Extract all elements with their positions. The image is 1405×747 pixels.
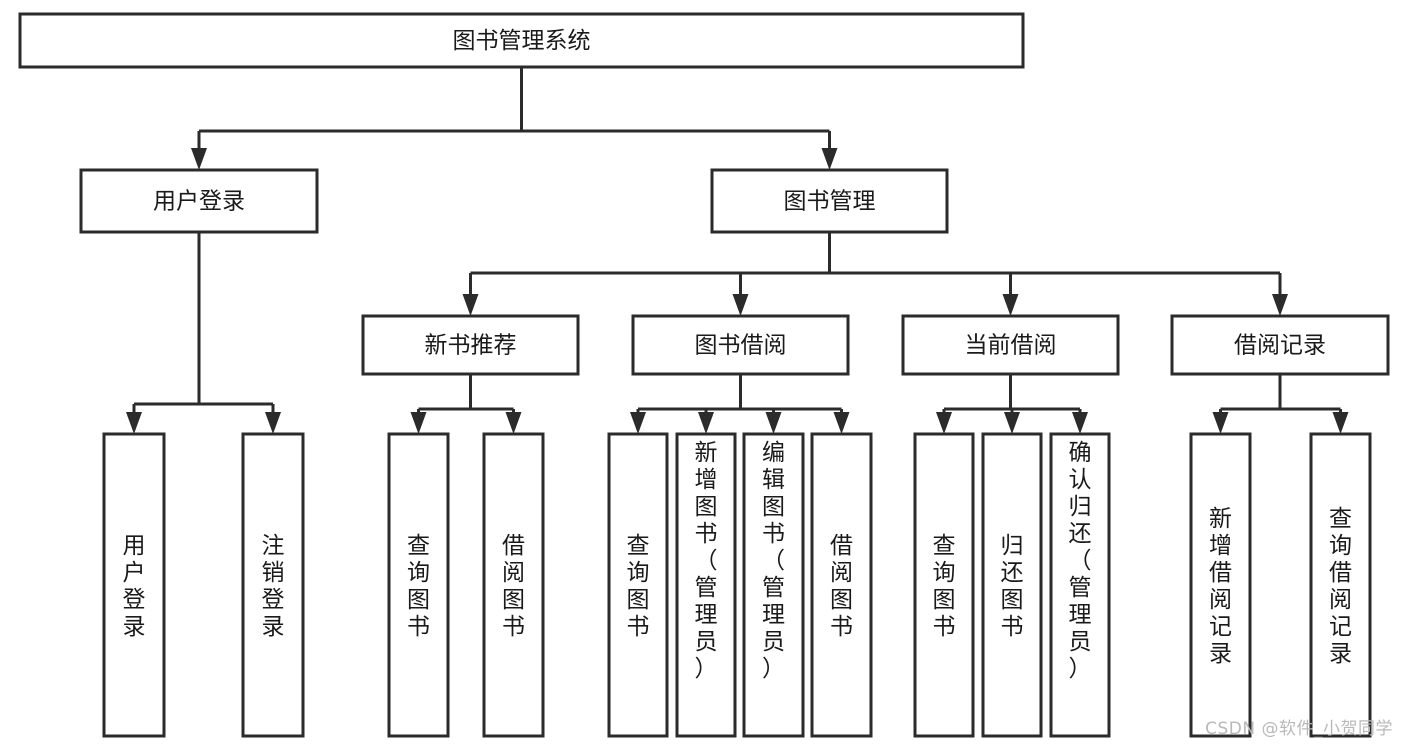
node-box-leaf-add-borrow-record[interactable] <box>1189 432 1252 738</box>
arrow-icon-leaf-query-book-rec <box>410 412 427 434</box>
node-leaf-query-book-current[interactable]: 查询图书 <box>913 432 975 738</box>
node-book-borrow[interactable]: 图书借阅 <box>631 314 850 376</box>
nodes-layer: 图书管理系统用户登录图书管理新书推荐图书借阅当前借阅借阅记录用户登录注销登录查询… <box>18 12 1390 738</box>
node-box-leaf-confirm-return-admin[interactable] <box>1049 432 1111 738</box>
arrow-icon-leaf-add-book-admin <box>698 412 714 434</box>
node-label-current-borrow: 当前借阅 <box>965 333 1057 359</box>
node-box-leaf-user-logout[interactable] <box>241 432 305 738</box>
arrow-icon-leaf-add-borrow-record <box>1212 412 1229 434</box>
csdn-watermark: CSDN @软件_小贺同学 <box>1205 719 1393 739</box>
node-box-leaf-query-book-borrow[interactable] <box>607 432 669 738</box>
node-current-borrow[interactable]: 当前借阅 <box>901 314 1120 376</box>
node-label-leaf-query-borrow-record: 查询借阅记录 <box>1329 506 1352 667</box>
arrow-icon-leaf-confirm-return-admin <box>1072 412 1088 434</box>
node-box-current-borrow[interactable] <box>901 314 1120 376</box>
node-new-book-recommend[interactable]: 新书推荐 <box>361 314 580 376</box>
arrow-icon-book-manage <box>821 148 838 170</box>
arrow-icon-leaf-edit-book-admin <box>765 412 782 434</box>
node-leaf-confirm-return-admin[interactable]: 确认归还（管理员） <box>1049 432 1111 738</box>
arrow-icon-leaf-borrow-book-rec <box>505 412 522 434</box>
node-label-root: 图书管理系统 <box>453 28 591 54</box>
arrow-icon-leaf-query-borrow-record <box>1332 412 1349 434</box>
node-box-leaf-edit-book-admin[interactable] <box>742 432 805 738</box>
node-box-leaf-borrow-book-rec[interactable] <box>482 432 545 738</box>
arrow-icon-user-login <box>191 148 207 170</box>
node-leaf-user-logout[interactable]: 注销登录 <box>241 432 305 738</box>
arrow-icon-book-borrow <box>732 294 749 316</box>
node-leaf-add-borrow-record[interactable]: 新增借阅记录 <box>1189 432 1252 738</box>
node-leaf-borrow-book-rec[interactable]: 借阅图书 <box>482 432 545 738</box>
node-box-root[interactable] <box>18 12 1025 69</box>
node-leaf-add-book-admin[interactable]: 新增图书（管理员） <box>675 432 737 738</box>
arrow-icon-leaf-query-book-current <box>936 412 952 434</box>
node-user-login[interactable]: 用户登录 <box>79 168 319 234</box>
node-label-leaf-edit-book-admin: 编辑图书（管理员） <box>762 440 785 682</box>
node-label-user-login: 用户登录 <box>153 189 245 215</box>
node-label-leaf-query-book-borrow: 查询图书 <box>627 533 650 640</box>
node-box-borrow-record[interactable] <box>1170 314 1390 376</box>
node-box-leaf-return-book[interactable] <box>981 432 1043 738</box>
arrow-icon-borrow-record <box>1272 294 1288 316</box>
node-leaf-user-login[interactable]: 用户登录 <box>102 432 166 738</box>
node-leaf-query-book-rec[interactable]: 查询图书 <box>387 432 450 738</box>
node-leaf-return-book[interactable]: 归还图书 <box>981 432 1043 738</box>
node-label-leaf-confirm-return-admin: 确认归还（管理员） <box>1069 440 1092 682</box>
node-box-leaf-add-book-admin[interactable] <box>675 432 737 738</box>
node-label-new-book-recommend: 新书推荐 <box>425 333 517 359</box>
node-box-leaf-query-book-rec[interactable] <box>387 432 450 738</box>
node-label-leaf-user-login: 用户登录 <box>123 533 146 640</box>
node-label-leaf-return-book: 归还图书 <box>1001 533 1024 640</box>
node-box-new-book-recommend[interactable] <box>361 314 580 376</box>
node-box-leaf-query-book-current[interactable] <box>913 432 975 738</box>
node-leaf-edit-book-admin[interactable]: 编辑图书（管理员） <box>742 432 805 738</box>
node-box-book-manage[interactable] <box>710 168 949 234</box>
arrow-icon-leaf-return-book <box>1004 412 1020 434</box>
node-label-leaf-query-book-current: 查询图书 <box>933 533 956 640</box>
arrow-icon-leaf-borrow-book <box>833 412 850 434</box>
connectors-layer <box>126 67 1349 434</box>
node-label-book-manage: 图书管理 <box>784 189 876 215</box>
node-leaf-borrow-book[interactable]: 借阅图书 <box>810 432 873 738</box>
node-box-leaf-query-borrow-record[interactable] <box>1309 432 1372 738</box>
node-leaf-query-borrow-record[interactable]: 查询借阅记录 <box>1309 432 1372 738</box>
arrow-icon-new-book-recommend <box>462 294 479 316</box>
node-box-book-borrow[interactable] <box>631 314 850 376</box>
arrow-icon-leaf-user-login <box>126 412 142 434</box>
node-label-leaf-add-book-admin: 新增图书（管理员） <box>695 440 718 682</box>
node-label-leaf-query-book-rec: 查询图书 <box>407 533 430 640</box>
node-label-leaf-borrow-book-rec: 借阅图书 <box>502 533 525 640</box>
node-box-leaf-user-login[interactable] <box>102 432 166 738</box>
node-borrow-record[interactable]: 借阅记录 <box>1170 314 1390 376</box>
node-book-manage[interactable]: 图书管理 <box>710 168 949 234</box>
arrow-icon-leaf-user-logout <box>265 412 281 434</box>
arrow-icon-current-borrow <box>1002 294 1019 316</box>
node-box-user-login[interactable] <box>79 168 319 234</box>
node-box-leaf-borrow-book[interactable] <box>810 432 873 738</box>
arrow-icon-leaf-query-book-borrow <box>630 412 646 434</box>
node-label-leaf-user-logout: 注销登录 <box>262 533 285 640</box>
node-label-leaf-borrow-book: 借阅图书 <box>830 533 853 640</box>
node-leaf-query-book-borrow[interactable]: 查询图书 <box>607 432 669 738</box>
node-root[interactable]: 图书管理系统 <box>18 12 1025 69</box>
node-label-book-borrow: 图书借阅 <box>695 333 787 359</box>
node-label-borrow-record: 借阅记录 <box>1234 333 1326 359</box>
node-label-leaf-add-borrow-record: 新增借阅记录 <box>1209 506 1232 667</box>
